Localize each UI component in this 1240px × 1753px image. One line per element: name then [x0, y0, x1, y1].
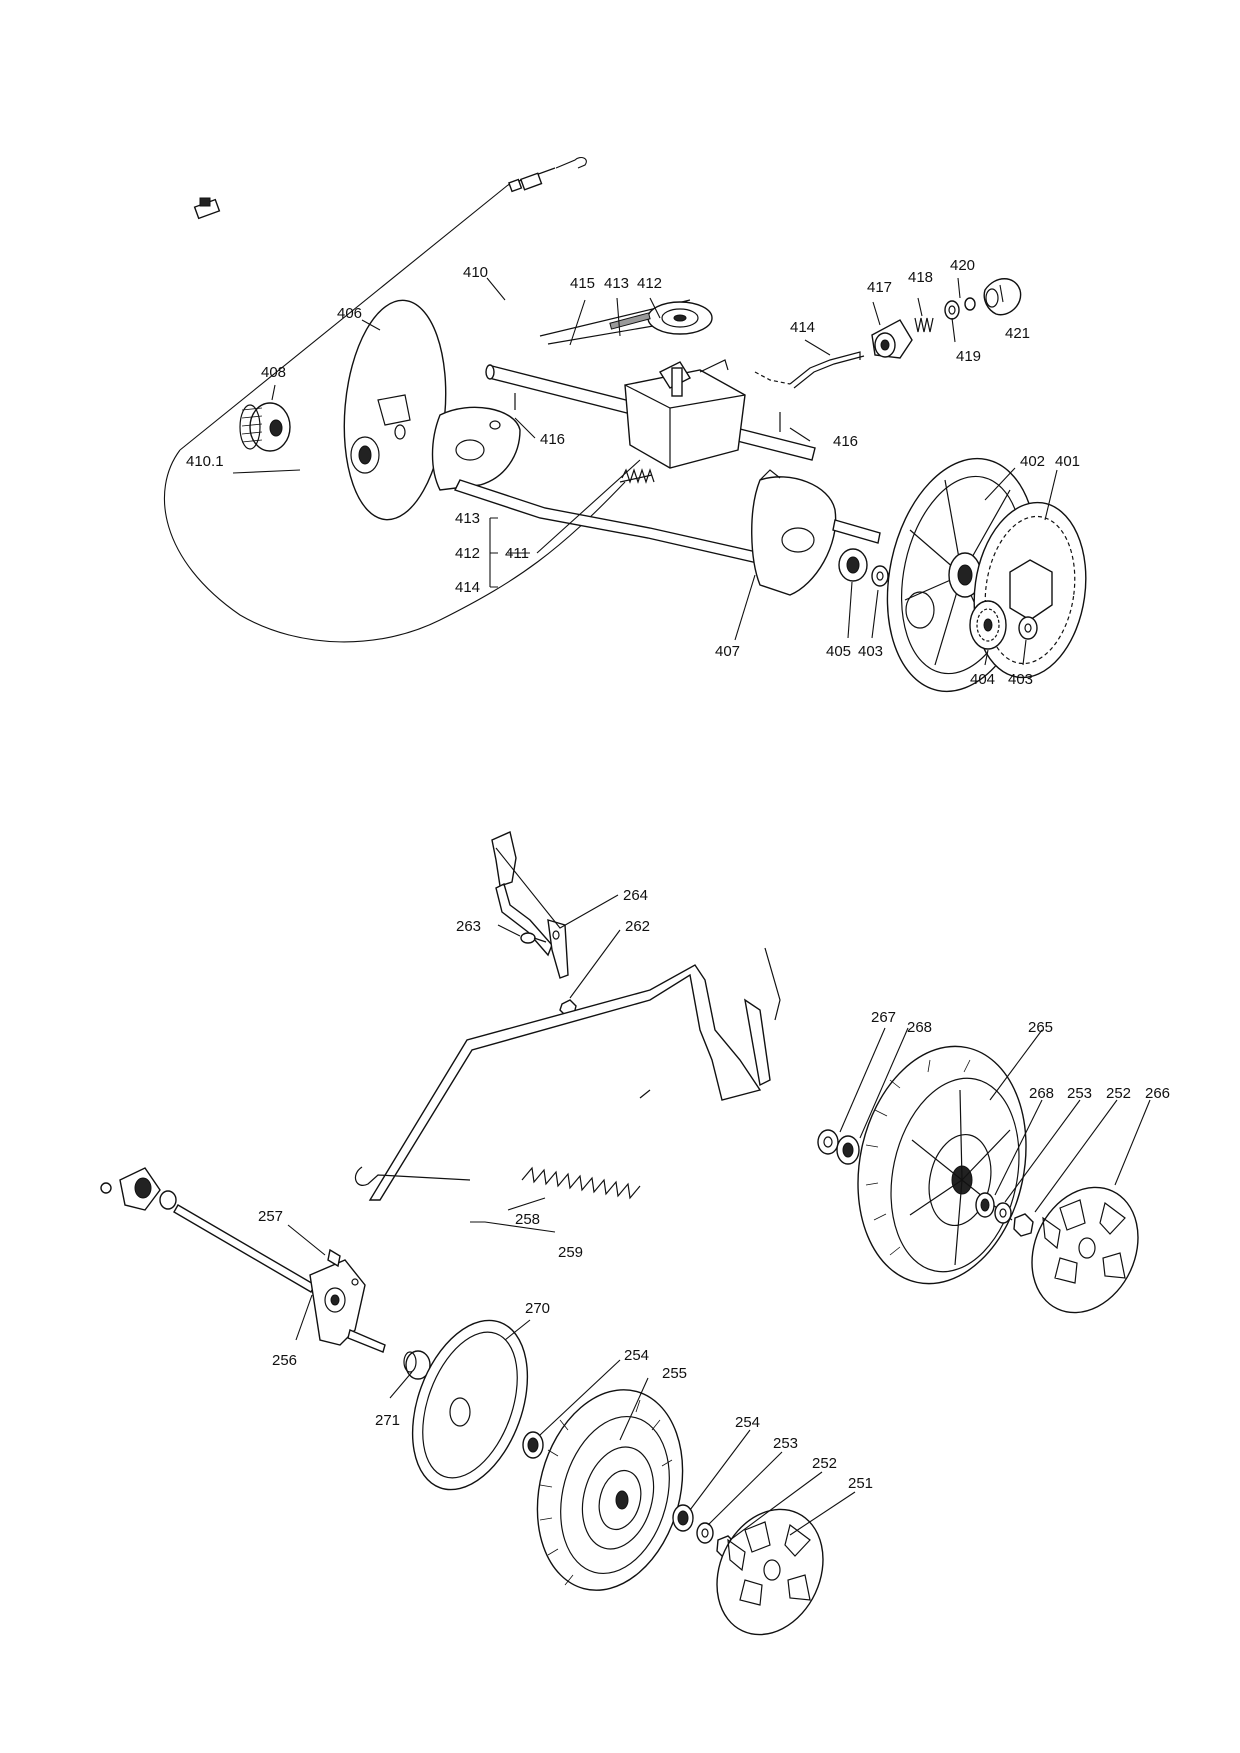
callout-408: 408 — [261, 364, 286, 381]
callout-268-b: 268 — [1029, 1085, 1054, 1102]
pinion-404 — [969, 600, 1007, 650]
callout-420: 420 — [950, 257, 975, 274]
callout-268-a: 268 — [907, 1019, 932, 1036]
bearing-268-b — [975, 1192, 995, 1218]
callout-413: 413 — [604, 275, 629, 292]
callout-418: 418 — [908, 269, 933, 286]
bracket-right — [751, 469, 881, 596]
leader-lines-bottom — [287, 847, 1151, 1541]
callout-253-a: 253 — [1067, 1085, 1092, 1102]
axle-256 — [100, 1167, 386, 1353]
clip-pin — [354, 1166, 471, 1186]
callout-419: 419 — [956, 348, 981, 365]
callout-402: 402 — [1020, 453, 1045, 470]
belt-pulley-412 — [539, 299, 713, 345]
callout-270: 270 — [525, 1300, 550, 1317]
callout-410-1: 410.1 — [186, 453, 224, 470]
callout-254-b: 254 — [735, 1414, 760, 1431]
callout-414-group: 414 — [455, 579, 480, 596]
hubcap-251 — [716, 1508, 824, 1636]
hubcap-266 — [1031, 1186, 1139, 1314]
callout-416-left: 416 — [540, 431, 565, 448]
washer-267 — [817, 1129, 839, 1155]
washer-253-b — [696, 1522, 714, 1544]
callout-413-group: 413 — [455, 510, 480, 527]
washer-403-b — [1018, 616, 1038, 640]
callout-405: 405 — [826, 643, 851, 660]
callout-258: 258 — [515, 1211, 540, 1228]
callout-403-a: 403 — [858, 643, 883, 660]
callout-265: 265 — [1028, 1019, 1053, 1036]
cable-end-fitting — [508, 172, 543, 193]
callout-252-a: 252 — [1106, 1085, 1131, 1102]
knob-assembly — [871, 278, 1022, 359]
disc-270 — [411, 1319, 529, 1491]
callout-407: 407 — [715, 643, 740, 660]
callout-262: 262 — [625, 918, 650, 935]
callout-417: 417 — [867, 279, 892, 296]
leader-lines-top — [232, 277, 1058, 666]
drive-cable-410 — [163, 156, 626, 643]
nut-252-a — [1013, 1213, 1034, 1237]
callout-415: 415 — [570, 275, 595, 292]
callout-252-b: 252 — [812, 1455, 837, 1472]
callout-411: 411 — [505, 545, 529, 562]
callout-404: 404 — [970, 671, 995, 688]
bearing-268 — [836, 1135, 860, 1165]
washer-403 — [871, 565, 889, 587]
bush-405 — [838, 548, 868, 582]
callout-406: 406 — [337, 305, 362, 322]
wheel-265 — [857, 1045, 1027, 1285]
callout-257: 257 — [258, 1208, 283, 1225]
callout-256: 256 — [272, 1352, 297, 1369]
callout-401: 401 — [1055, 453, 1080, 470]
pinion-408 — [239, 402, 291, 452]
screw-263 — [520, 932, 547, 944]
callout-263: 263 — [456, 918, 481, 935]
callout-253-b: 253 — [773, 1435, 798, 1452]
wheel-assembly — [100, 831, 1151, 1636]
pulley-disc-406 — [343, 299, 447, 521]
rod-414 — [754, 351, 865, 389]
callout-254-a: 254 — [624, 1347, 649, 1364]
callout-410: 410 — [463, 264, 488, 281]
callout-271: 271 — [375, 1412, 400, 1429]
callout-412: 412 — [637, 275, 662, 292]
callout-414-top: 414 — [790, 319, 815, 336]
bearing-254 — [522, 1431, 544, 1459]
height-lever-264 — [491, 831, 569, 979]
rod-407 — [454, 479, 771, 566]
cable-hook — [764, 947, 781, 1021]
bracket-left — [431, 406, 521, 491]
callout-403-b: 403 — [1008, 671, 1033, 688]
bearing-254-b — [672, 1504, 694, 1532]
wheel-255 — [536, 1389, 684, 1591]
callout-labels: 410 406 415 413 412 417 418 420 421 419 … — [186, 257, 1170, 1492]
spring-258 — [521, 1089, 651, 1200]
callout-255: 255 — [662, 1365, 687, 1382]
callout-251: 251 — [848, 1475, 873, 1492]
callout-267: 267 — [871, 1009, 896, 1026]
callout-416-right: 416 — [833, 433, 858, 450]
drive-assembly — [163, 156, 1087, 693]
callout-266: 266 — [1145, 1085, 1170, 1102]
callout-412-group: 412 — [455, 545, 480, 562]
callout-421: 421 — [1005, 325, 1030, 342]
spring-411 — [619, 468, 655, 484]
callout-259: 259 — [558, 1244, 583, 1261]
gearbox-411 — [624, 359, 746, 469]
rod-259 — [368, 964, 771, 1201]
callout-264: 264 — [623, 887, 648, 904]
washer-253-a — [994, 1202, 1012, 1224]
